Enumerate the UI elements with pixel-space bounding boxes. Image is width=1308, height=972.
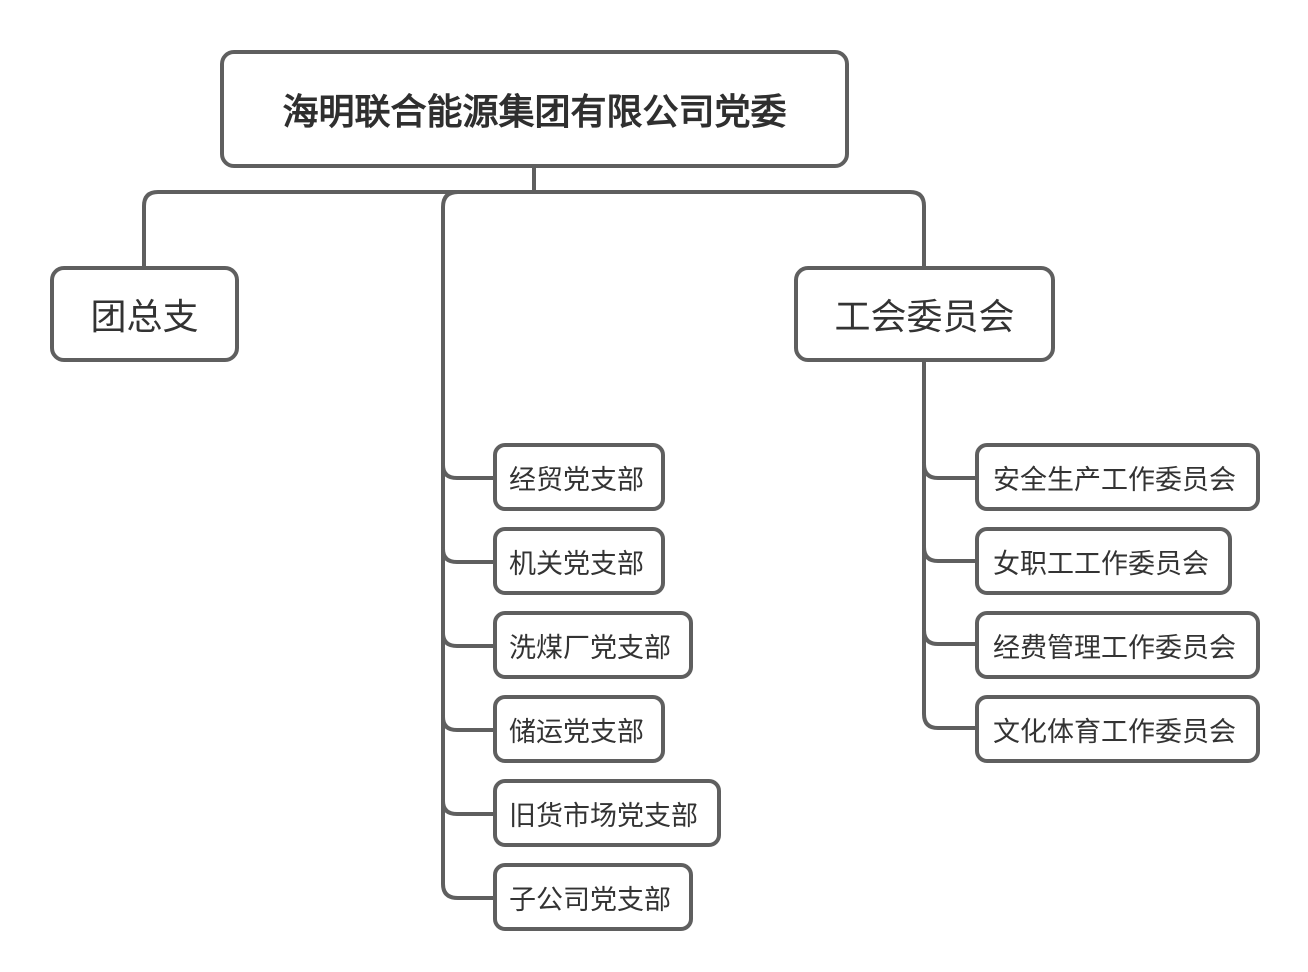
- node-chuyun-branch[interactable]: 储运党支部: [493, 695, 665, 763]
- node-jingmao-branch[interactable]: 经贸党支部: [493, 443, 665, 511]
- leaf-label: 洗煤厂党支部: [509, 632, 671, 664]
- connector-chuyun: [441, 715, 497, 732]
- union-trunk: [922, 360, 979, 730]
- leaf-label: 机关党支部: [509, 548, 644, 580]
- node-union-committee[interactable]: 工会委员会: [794, 266, 1055, 362]
- leaf-label: 安全生产工作委员会: [993, 464, 1236, 496]
- connector-jiuhuo: [441, 799, 497, 816]
- union-committee-label: 工会委员会: [834, 297, 1015, 338]
- youth-league-label: 团总支: [90, 297, 199, 338]
- leaf-label: 经贸党支部: [509, 464, 644, 496]
- node-youth-league[interactable]: 团总支: [50, 266, 239, 362]
- node-women-committee[interactable]: 女职工工作委员会: [975, 527, 1232, 595]
- connector-jiguan: [441, 547, 497, 564]
- node-ximeichang-branch[interactable]: 洗煤厂党支部: [493, 611, 693, 679]
- connector-ximeichang: [441, 631, 497, 648]
- leaf-label: 旧货市场党支部: [509, 800, 698, 832]
- leaf-label: 女职工工作委员会: [993, 548, 1209, 580]
- node-safety-committee[interactable]: 安全生产工作委员会: [975, 443, 1260, 511]
- leaf-label: 子公司党支部: [509, 884, 671, 916]
- leaf-label: 经费管理工作委员会: [993, 632, 1236, 664]
- node-jiuhuo-branch[interactable]: 旧货市场党支部: [493, 779, 721, 847]
- node-subsidiary-branch[interactable]: 子公司党支部: [493, 863, 693, 931]
- connector-jingmao: [441, 463, 497, 480]
- connector-women: [922, 545, 979, 563]
- party-branch-trunk: [441, 190, 497, 900]
- node-culture-sports-committee[interactable]: 文化体育工作委员会: [975, 695, 1260, 763]
- root-label: 海明联合能源集团有限公司党委: [282, 92, 787, 133]
- branch-bus: [142, 190, 926, 270]
- leaf-label: 储运党支部: [509, 716, 644, 748]
- node-finance-committee[interactable]: 经费管理工作委员会: [975, 611, 1260, 679]
- root-node[interactable]: 海明联合能源集团有限公司党委: [220, 50, 849, 168]
- connector-safety: [922, 462, 979, 480]
- connector-finance: [922, 628, 979, 646]
- node-jiguan-branch[interactable]: 机关党支部: [493, 527, 665, 595]
- leaf-label: 文化体育工作委员会: [993, 716, 1236, 748]
